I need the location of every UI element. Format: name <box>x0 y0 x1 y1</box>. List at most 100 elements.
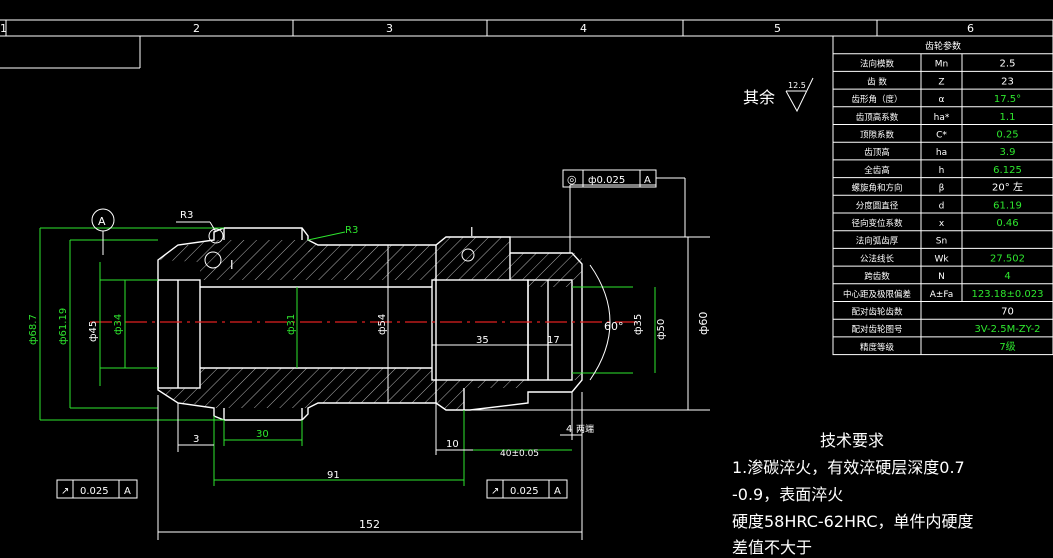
svg-text:A: A <box>98 215 106 228</box>
tech-title: 技术要求 <box>820 431 884 450</box>
param-value: 61.19 <box>993 200 1022 211</box>
param-value: 23 <box>1001 76 1014 87</box>
param-name: 法向模数 <box>860 59 895 70</box>
table-row: 齿形角（度） α 17.5° <box>851 94 1021 105</box>
table-row: 齿顶高 ha 3.9 <box>864 147 1015 158</box>
param-symbol: A±Fa <box>930 290 954 300</box>
param-symbol: α <box>939 95 945 105</box>
title-frame <box>0 19 1053 69</box>
param-value: 4 <box>1004 271 1010 282</box>
tolerance-value: ф0.025 <box>588 175 625 186</box>
dimension-lines-white <box>157 177 710 540</box>
dim-both-ends: 两端 <box>576 423 594 435</box>
param-value: 3.9 <box>1000 147 1016 158</box>
column-number: 3 <box>386 22 393 35</box>
tech-line: -0.9，表面淬火 <box>732 485 843 504</box>
param-value: 6.125 <box>993 165 1022 176</box>
param-value: 123.18±0.023 <box>972 289 1044 300</box>
dim-d60: ф60 <box>697 312 710 335</box>
dim-d61: ф61.19 <box>58 308 69 345</box>
param-value: 3V-2.5M-ZY-2 <box>974 324 1040 335</box>
dimension-lines <box>39 227 656 486</box>
tolerance-frame-right <box>486 479 568 499</box>
tech-line: 硬度58HRC-62HRC，单件内硬度 <box>732 512 974 531</box>
dim-l17: 17 <box>547 335 560 346</box>
dim-d35: ф35 <box>633 314 644 335</box>
param-name: 全齿高 <box>864 165 890 176</box>
detail-mark-i: I <box>470 225 474 239</box>
param-symbol: Wk <box>934 254 949 264</box>
param-value: 17.5° <box>994 94 1021 105</box>
param-name: 齿顶高系数 <box>856 112 899 123</box>
tolerance-datum: A <box>124 486 131 497</box>
tolerance-frame-top <box>562 169 657 188</box>
dim-d31: ф31 <box>286 314 297 335</box>
dimension-texts: ф68.7 ф61.19 ф45 ф34 ф31 ф54 ф35 ф50 ф60… <box>28 308 710 531</box>
technical-requirements: 技术要求 1.渗碳淬火，有效淬硬层深度0.7 -0.9，表面淬火 硬度58HRC… <box>732 431 974 557</box>
table-row: 全齿高 h 6.125 <box>864 165 1022 176</box>
param-name: 齿形角（度） <box>851 94 902 105</box>
param-name: 法向弧齿厚 <box>856 236 899 247</box>
param-symbol: C* <box>936 131 947 141</box>
detail-mark-i: I <box>230 258 234 272</box>
param-name: 配对齿轮图号 <box>851 324 902 335</box>
column-number: 4 <box>580 22 587 35</box>
dim-l30: 30 <box>256 429 269 440</box>
tolerance-value: 0.025 <box>510 486 539 497</box>
angle-arc <box>589 264 611 381</box>
tech-line: 差值不大于 <box>732 538 812 557</box>
param-value: 7级 <box>999 341 1015 353</box>
table-row: 法向模数 Mn 2.5 <box>860 59 1015 70</box>
dim-l152: 152 <box>359 518 380 531</box>
tolerance-symbol: ↗ <box>491 486 499 497</box>
param-name: 配对齿轮齿数 <box>851 307 903 318</box>
column-number: 2 <box>193 22 200 35</box>
dim-l40: 40±0.05 <box>500 449 539 459</box>
dim-l4: 4 <box>566 424 572 435</box>
param-name: 齿顶高 <box>864 147 890 158</box>
param-value: 0.46 <box>996 218 1018 229</box>
dim-l91: 91 <box>327 470 340 481</box>
dim-d50: ф50 <box>656 319 667 340</box>
table-row: 精度等级 7级 <box>860 341 1016 353</box>
tolerance-symbol: ↗ <box>61 486 69 497</box>
angle-label: 60° <box>604 320 624 333</box>
shaft-section-hatch <box>158 237 582 410</box>
tolerance-datum: A <box>554 486 561 497</box>
dim-d45: ф45 <box>88 321 99 342</box>
roughness-label: 其余 <box>743 88 775 107</box>
param-name: 中心距及极限偏差 <box>843 289 911 300</box>
param-value: 1.1 <box>1000 112 1016 123</box>
param-symbol: d <box>939 201 945 211</box>
tolerance-value: 0.025 <box>80 486 109 497</box>
dim-d68: ф68.7 <box>28 314 39 345</box>
tolerance-symbol: ◎ <box>567 173 577 186</box>
param-name: 顶隙系数 <box>860 130 895 141</box>
table-row: 径向变位系数 x 0.46 <box>851 218 1018 229</box>
param-symbol: x <box>939 219 945 229</box>
param-symbol: Mn <box>935 60 948 70</box>
param-name: 径向变位系数 <box>851 218 903 229</box>
radius-label: R3 <box>345 225 358 236</box>
detail-markers <box>204 228 475 269</box>
param-value: 0.25 <box>996 130 1018 141</box>
param-value: 2.5 <box>1000 59 1016 70</box>
param-symbol: h <box>939 166 945 176</box>
table-row: 顶隙系数 C* 0.25 <box>860 130 1019 141</box>
table-title: 齿轮参数 <box>925 40 961 52</box>
param-name: 精度等级 <box>860 342 895 353</box>
param-name: 齿 数 <box>867 76 887 87</box>
dim-d34: ф34 <box>113 314 124 335</box>
column-numbers: 1 2 3 4 5 6 <box>0 22 974 35</box>
param-symbol: ha <box>936 148 947 158</box>
param-symbol: Z <box>938 77 944 87</box>
dim-l35: 35 <box>476 335 489 346</box>
table-row: 中心距及极限偏差 A±Fa 123.18±0.023 <box>843 289 1044 300</box>
